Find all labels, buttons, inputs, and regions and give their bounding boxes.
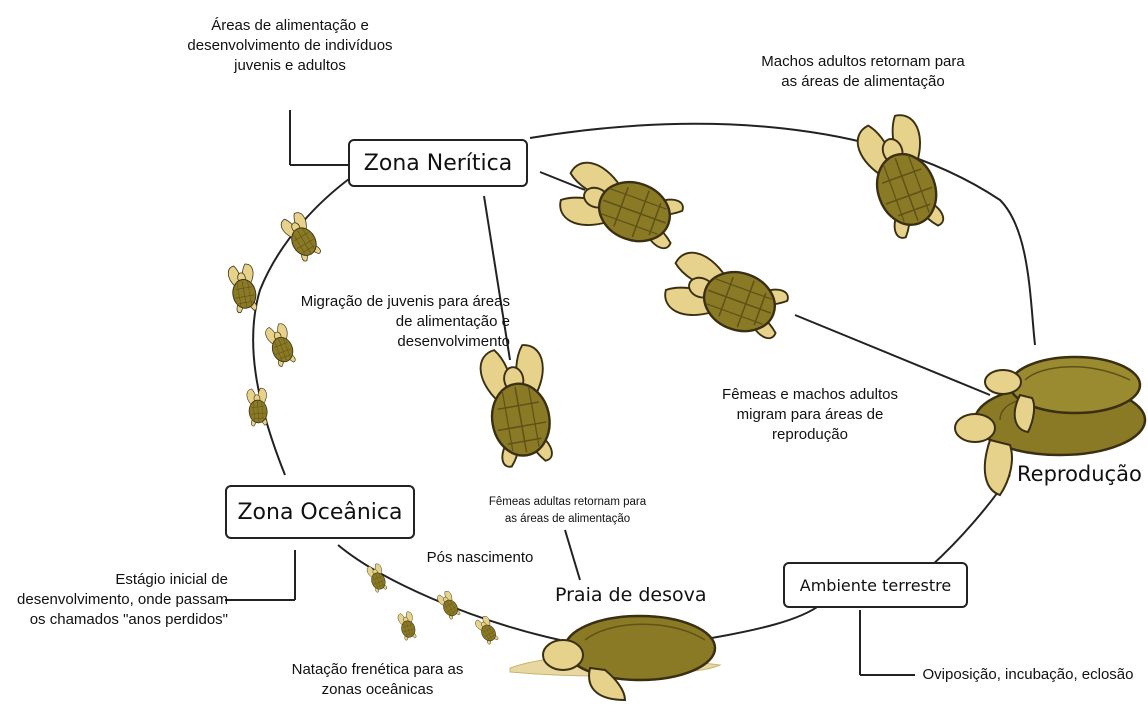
- nesting-beach-label: Praia de desova: [555, 584, 707, 606]
- terrestrial-label: Ambiente terrestre: [800, 576, 951, 595]
- oceanic-zone-box: Zona Oceânica: [225, 485, 415, 539]
- oviposition-annotation: Oviposição, incubação, eclosão: [912, 665, 1144, 685]
- arc-neritic-to-reproduction: [530, 124, 1035, 345]
- male-turtle-icon: [852, 110, 951, 242]
- juvenile-migration-annotation: Migração de juvenis para áreas de alimen…: [290, 292, 510, 352]
- oceanic-zone-label: Zona Oceânica: [237, 500, 402, 525]
- frenzy-swim-annotation: Natação frenética para as zonas oceânica…: [270, 660, 485, 700]
- hatchling-icon: [366, 563, 389, 594]
- hatchling-icon: [397, 611, 418, 641]
- arc-beach-to-terrestrial: [700, 605, 820, 640]
- initial-stage-annotation: Estágio inicial de desenvolvimento, onde…: [0, 570, 228, 630]
- neritic-zone-box: Zona Nerítica: [348, 139, 528, 187]
- female-turtle-icon: [477, 342, 559, 469]
- nesting-turtle-icon: [510, 616, 720, 700]
- hatchling-icon: [474, 615, 500, 646]
- males-return-annotation: Machos adultos retornam para as áreas de…: [748, 52, 978, 92]
- neritic-zone-label: Zona Nerítica: [364, 151, 512, 176]
- hatchling-icon: [436, 590, 462, 621]
- juvenile-turtle-icon: [279, 210, 324, 263]
- connector-adults-repro: [795, 315, 990, 395]
- feeding-areas-annotation: Áreas de alimentação e desenvolvimento d…: [170, 16, 410, 76]
- juvenile-turtle-icon: [227, 263, 260, 314]
- adults-migrate-annotation: Fêmeas e machos adultos migram para área…: [700, 385, 920, 445]
- adult-turtle-icon: [555, 157, 687, 256]
- reproduction-label: Reprodução: [1017, 462, 1142, 486]
- connector-female-beach: [565, 530, 580, 580]
- juvenile-turtle-icon: [246, 388, 269, 427]
- adult-turtle-icon: [660, 247, 792, 346]
- females-return-annotation: Fêmeas adultas retornam para as áreas de…: [470, 494, 665, 528]
- post-hatching-annotation: Pós nascimento: [415, 548, 545, 568]
- terrestrial-box: Ambiente terrestre: [783, 562, 968, 608]
